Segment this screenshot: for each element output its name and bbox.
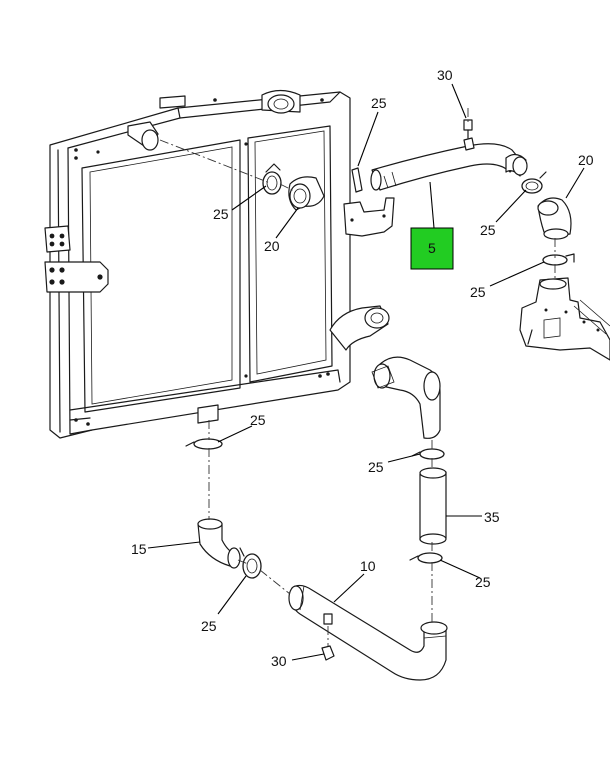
callout-25-upper-left: 25 [213,206,229,222]
radiator-bolts [49,98,330,426]
callout-labels: 30 25 20 25 20 5 25 25 25 25 35 15 10 25… [131,67,594,669]
thermostat-housing [519,277,610,361]
callout-5: 5 [428,240,436,256]
lower-elbow-pipe [371,356,441,439]
clamp-25-lower-elbow [411,448,445,460]
lower-tube-part-10 [288,584,448,681]
leader-lines [147,83,585,661]
centerlines [159,108,556,646]
callout-25-below-35: 25 [475,574,491,590]
capscrew-30-top [463,119,473,139]
clamp-25-hose-15 [239,547,262,579]
callout-20-right: 20 [578,152,594,168]
callout-25-thermostat: 25 [470,284,486,300]
hose-20-left [288,176,325,211]
clamp-upper-tube [351,167,363,193]
upper-tube-part-5 [370,137,528,191]
clamp-25-radiator-outlet [185,438,223,450]
callout-30-top: 30 [437,67,453,83]
highlight-box-part-5 [410,227,454,270]
hose-35 [419,467,447,545]
hose-20-right [537,197,572,240]
clamp-25-thermostat [542,253,575,266]
clamp-25-below-35 [409,552,443,564]
callout-10: 10 [360,558,376,574]
callout-25-upper-tube-clamp: 25 [371,95,387,111]
callout-25-hose-15: 25 [201,618,217,634]
tube-bracket [343,197,395,237]
callout-30-bottom: 30 [271,653,287,669]
radiator [44,89,390,439]
clamp-25-upper-right [521,171,547,194]
clamp-25-upper-left [262,163,282,195]
callout-25-lower-elbow: 25 [368,459,384,475]
callout-25-radiator-outlet: 25 [250,412,266,428]
callout-20-left: 20 [264,238,280,254]
capscrew-30-bottom [321,645,335,661]
callout-15: 15 [131,541,147,557]
hose-15 [197,518,241,569]
callout-25-upper-right: 25 [480,222,496,238]
callout-35: 35 [484,509,500,525]
